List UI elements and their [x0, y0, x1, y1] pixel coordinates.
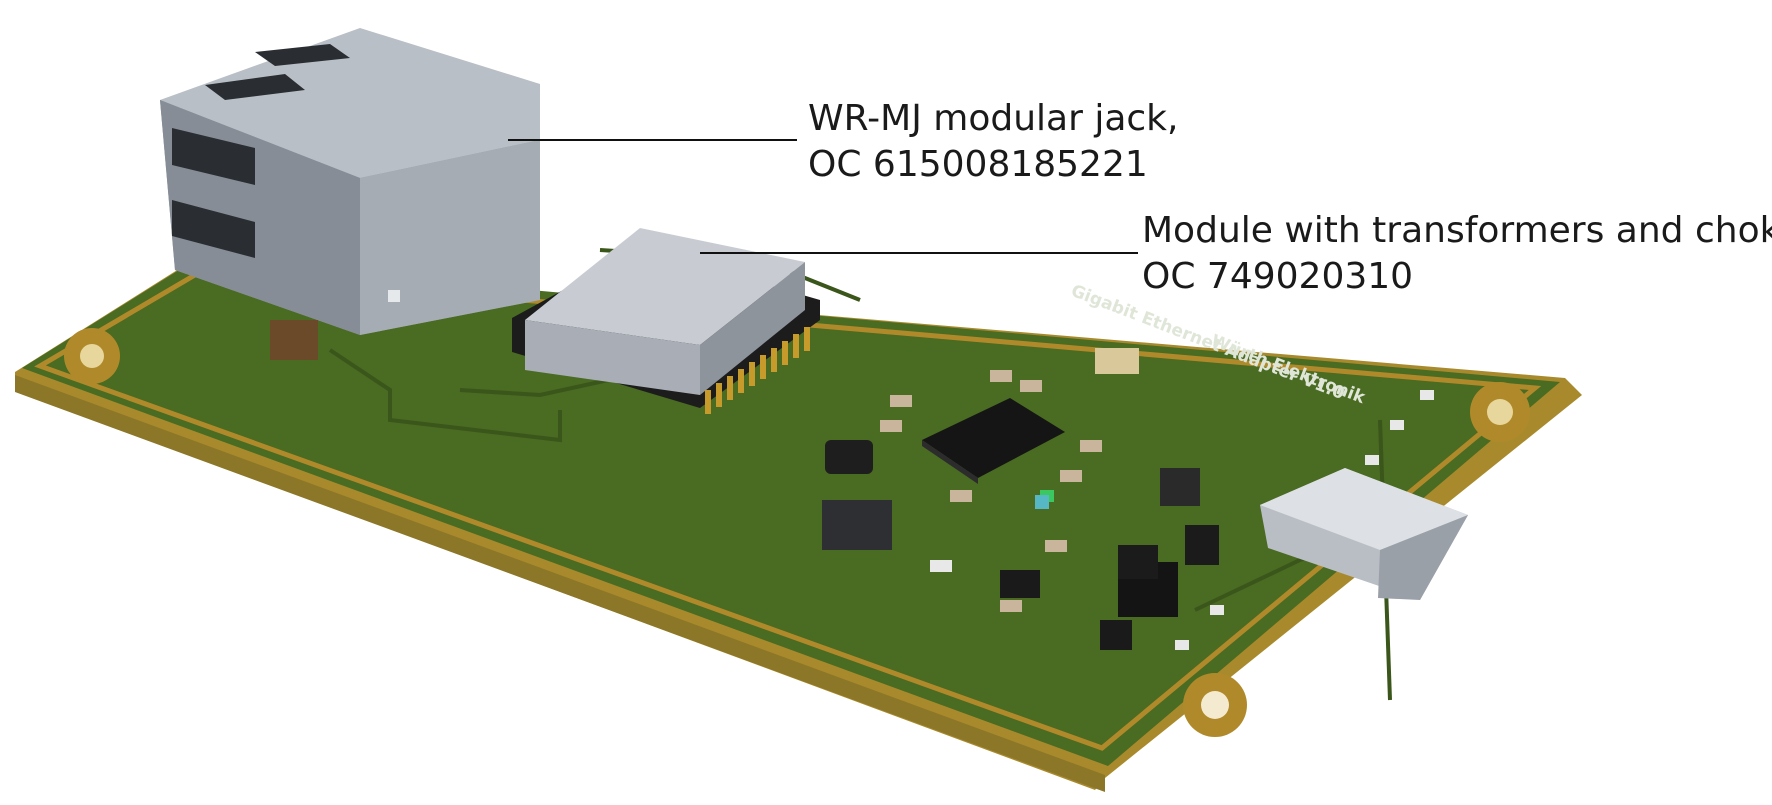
main-ic: [922, 398, 1065, 484]
callout-module-line-2: OC 749020310: [1142, 256, 1414, 297]
pcb-board-side: [15, 375, 1105, 792]
callout-jack: WR-MJ modular jack, OC 615008185221: [808, 96, 1178, 188]
callout-jack-line-1: WR-MJ modular jack,: [808, 98, 1179, 139]
callout-module-line-1: Module with transformers and chokes,: [1142, 210, 1772, 251]
smd-components: [270, 320, 1434, 650]
pcb-gold-border: [34, 269, 1542, 751]
mounting-hole: [1183, 673, 1247, 737]
mounting-hole: [1470, 382, 1530, 442]
usb-c-connector: [1260, 468, 1468, 600]
mounting-hole: [64, 328, 120, 384]
modular-jack: [160, 28, 540, 335]
callout-module: Module with transformers and chokes, OC …: [1142, 208, 1772, 300]
transformer-module: [512, 228, 820, 414]
pcb-board: [22, 260, 1560, 766]
callout-jack-line-2: OC 615008185221: [808, 144, 1148, 185]
